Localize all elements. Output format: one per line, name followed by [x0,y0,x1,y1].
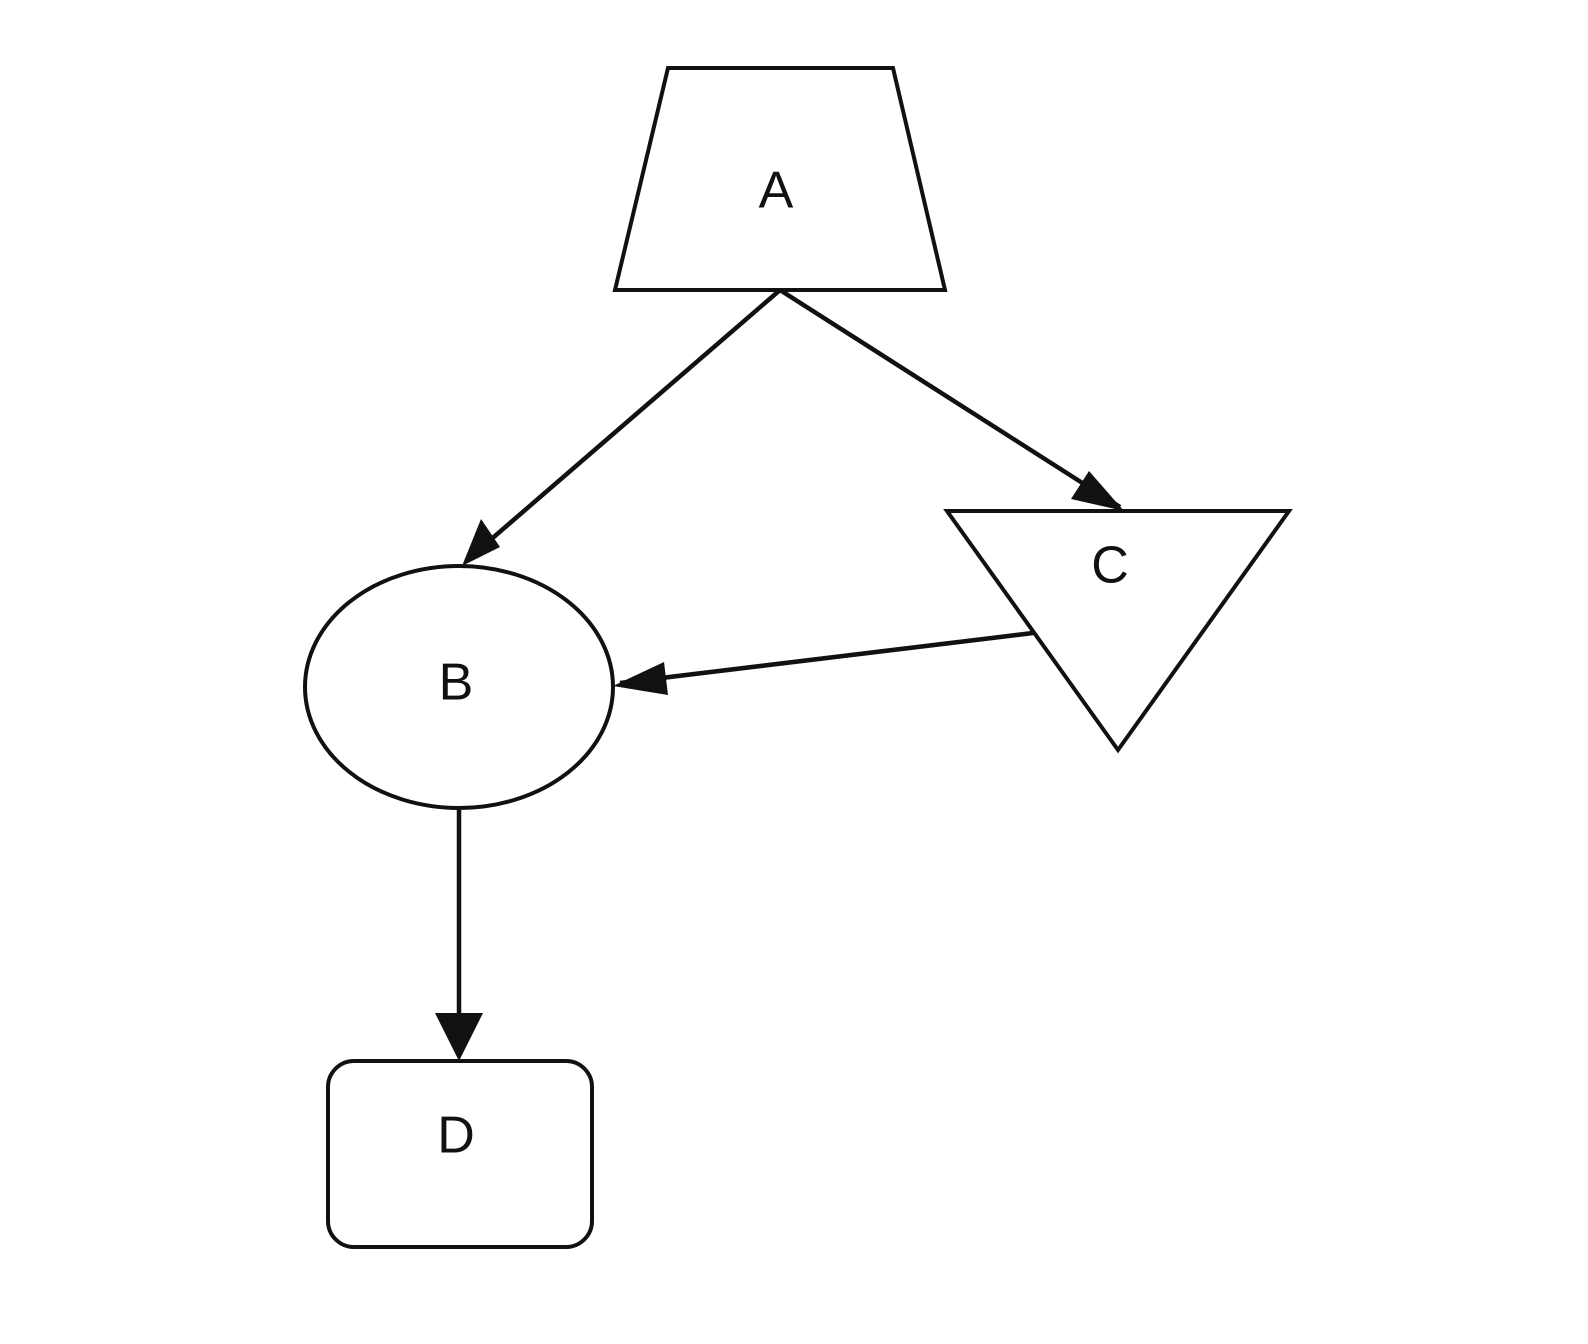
edge-c-to-b-line [619,630,1034,686]
node-d[interactable]: D [326,1059,594,1249]
node-c[interactable]: C [943,509,1293,754]
edge-b-to-d-arrowhead [435,1013,483,1061]
node-a-trapezoid-shape[interactable] [612,66,948,292]
edge-a-to-c[interactable] [778,288,1124,511]
node-d-rounded-rect-shape[interactable] [326,1059,594,1249]
edge-a-to-b-line [464,288,782,563]
node-a[interactable]: A [612,66,948,292]
edge-c-to-b-arrowhead [613,662,668,695]
edge-b-to-d[interactable] [435,808,483,1061]
node-b-label: B [439,654,474,712]
node-layer: A C B D [303,66,1293,1249]
node-d-label: D [437,1107,475,1165]
node-b-ellipse-shape[interactable] [303,564,615,810]
edge-a-to-c-arrowhead [1071,471,1124,511]
edge-c-to-b[interactable] [613,630,1034,695]
edge-a-to-c-line [778,288,1122,509]
node-b[interactable]: B [303,564,615,810]
edge-layer [435,288,1124,1061]
node-c-label: C [1091,537,1129,595]
node-a-label: A [759,162,794,220]
edge-a-to-b-arrowhead [462,519,500,566]
node-c-triangle-shape[interactable] [943,509,1293,754]
edge-a-to-b[interactable] [462,288,782,566]
